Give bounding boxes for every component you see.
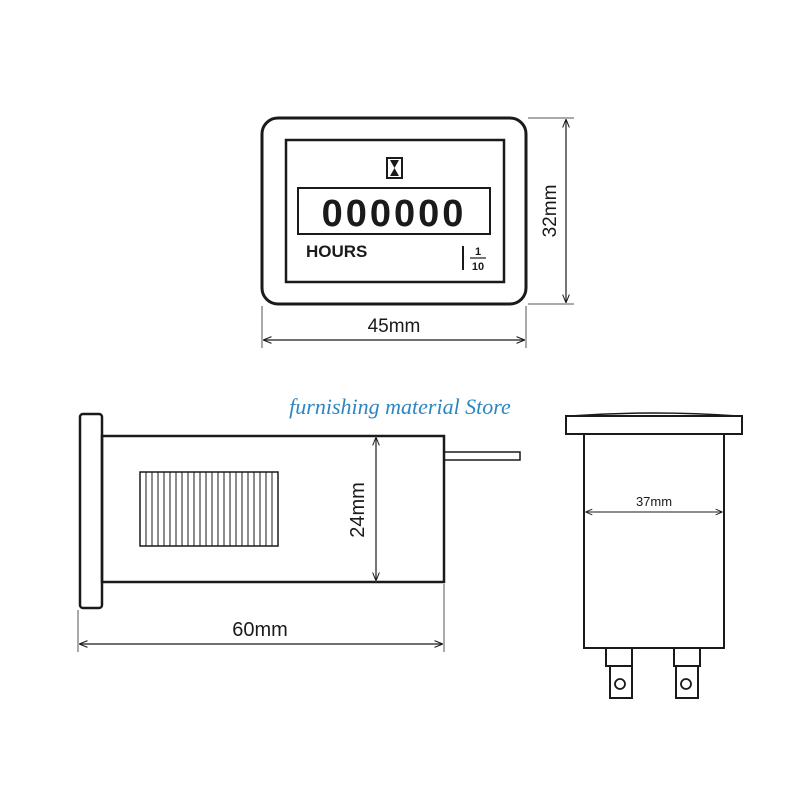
side-height-label: 24mm <box>347 482 369 538</box>
counter-window <box>297 187 491 235</box>
side-terminal-pin <box>444 451 521 461</box>
rear-flange <box>565 415 743 435</box>
hours-label: HOURS <box>306 242 367 261</box>
fraction-numerator: 1 <box>475 246 481 258</box>
side-grill <box>139 471 279 547</box>
side-body <box>100 434 446 584</box>
rear-view: 37mm <box>565 412 743 699</box>
fraction-denominator: 10 <box>472 261 484 273</box>
rear-terminal-left <box>605 647 633 699</box>
front-view: 000000 HOURS 1 10 45mm 32mm <box>260 116 574 348</box>
front-face-panel <box>284 138 506 284</box>
front-height-label: 32mm <box>540 185 561 238</box>
rear-width-label: 37mm <box>636 494 672 509</box>
rear-flange-top <box>569 412 739 417</box>
side-view: 24mm 60mm <box>77 412 521 652</box>
front-width-label: 45mm <box>368 316 421 337</box>
counter-digits: 000000 <box>322 193 467 235</box>
store-watermark: furnishing material Store <box>289 394 511 419</box>
front-bezel <box>260 116 528 306</box>
side-flange <box>78 412 104 610</box>
rear-body <box>583 433 725 649</box>
rear-terminal-right <box>673 647 701 699</box>
hourglass-icon <box>386 157 403 179</box>
side-length-label: 60mm <box>232 619 288 641</box>
